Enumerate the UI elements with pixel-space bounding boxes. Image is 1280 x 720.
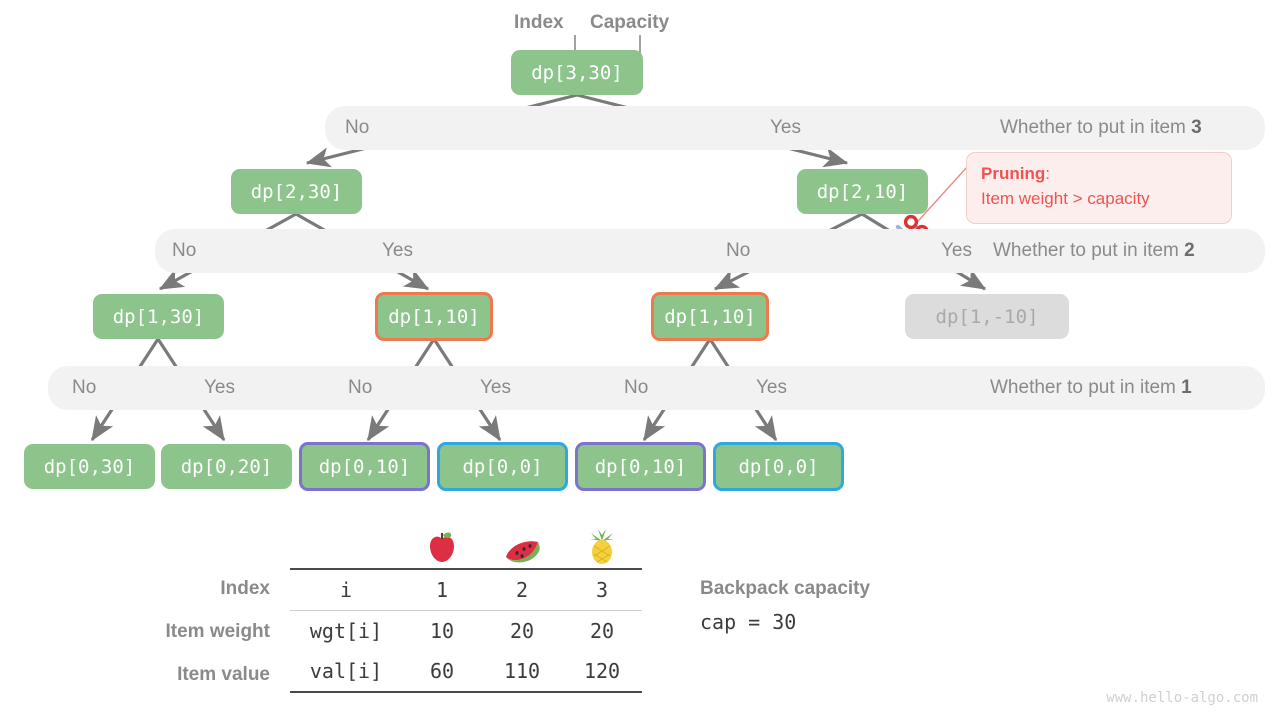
band1-question: Whether to put in item 1	[990, 378, 1192, 397]
band1-choice-no-3: No	[624, 377, 649, 398]
tree-leaf-dp0-0-b[interactable]: dp[0,0]	[713, 442, 844, 491]
items-table: i 1 2 3 wgt[i] 10 20 20 val[i] 60 110 12…	[290, 526, 642, 693]
site-watermark: www.hello-algo.com	[1106, 690, 1258, 706]
pineapple-icon	[562, 526, 642, 569]
band3-item-number: 3	[1191, 117, 1202, 138]
watermelon-icon	[482, 526, 562, 569]
tree-node-dp2-30[interactable]: dp[2,30]	[231, 169, 362, 214]
tree-leaf-dp0-30[interactable]: dp[0,30]	[24, 444, 155, 489]
band2-choice-no-2: No	[726, 240, 751, 261]
tree-node-dp1-neg10-pruned[interactable]: dp[1,-10]	[905, 294, 1069, 339]
row-label-item-value: Item value	[177, 664, 270, 685]
index-annotation-label: Index	[514, 12, 564, 33]
tree-leaf-dp0-0-a[interactable]: dp[0,0]	[437, 442, 568, 491]
table-row-weight: wgt[i] 10 20 20	[290, 610, 642, 651]
row-label-index: Index	[220, 578, 270, 599]
pruning-detail: Item weight > capacity	[981, 188, 1150, 208]
item1-weight: 10	[402, 610, 482, 651]
tree-node-dp2-10[interactable]: dp[2,10]	[797, 169, 928, 214]
table-row-index: i 1 2 3	[290, 568, 642, 611]
row-label-item-weight: Item weight	[165, 621, 270, 642]
backpack-capacity-block: Backpack capacity cap = 30	[700, 578, 870, 634]
band1-choice-yes-1: Yes	[204, 377, 235, 398]
index-code-cell: i	[290, 568, 402, 611]
item2-value: 110	[482, 651, 562, 693]
weight-code-cell: wgt[i]	[290, 610, 402, 651]
band2-choice-no-1: No	[172, 240, 197, 261]
item3-weight: 20	[562, 610, 642, 651]
pruning-colon: :	[1045, 164, 1050, 183]
apple-icon	[402, 526, 482, 569]
value-code-cell: val[i]	[290, 651, 402, 693]
tree-node-root[interactable]: dp[3,30]	[511, 50, 643, 95]
band2-question-text: Whether to put in item	[993, 240, 1185, 261]
band1-choice-yes-3: Yes	[756, 377, 787, 398]
icon-row-spacer	[290, 526, 402, 569]
item2-weight: 20	[482, 610, 562, 651]
tree-leaf-dp0-20[interactable]: dp[0,20]	[161, 444, 292, 489]
tree-node-dp1-10-left[interactable]: dp[1,10]	[375, 292, 493, 341]
item3-value: 120	[562, 651, 642, 693]
table-row-value: val[i] 60 110 120	[290, 651, 642, 693]
tree-node-dp1-10-right[interactable]: dp[1,10]	[651, 292, 769, 341]
item1-value: 60	[402, 651, 482, 693]
pruning-title: Pruning	[981, 164, 1046, 183]
backpack-capacity-code: cap = 30	[700, 610, 797, 634]
band1-choice-no-1: No	[72, 377, 97, 398]
band3-choice-no: No	[345, 117, 370, 138]
band1-choice-no-2: No	[348, 377, 373, 398]
decision-band-item2	[155, 229, 1265, 273]
decision-band-item3	[325, 106, 1265, 150]
item1-index: 1	[402, 568, 482, 611]
tree-node-dp1-30[interactable]: dp[1,30]	[93, 294, 224, 339]
band2-item-number: 2	[1184, 240, 1195, 261]
decision-band-item1	[48, 366, 1265, 410]
band1-question-text: Whether to put in item	[990, 377, 1182, 398]
band3-choice-yes: Yes	[770, 117, 801, 138]
tree-leaf-dp0-10-b[interactable]: dp[0,10]	[575, 442, 706, 491]
band1-item-number: 1	[1181, 377, 1192, 398]
backpack-capacity-title: Backpack capacity	[700, 578, 871, 599]
item2-index: 2	[482, 568, 562, 611]
band2-choice-yes-2: Yes	[941, 240, 972, 261]
table-row-icons	[290, 526, 642, 569]
band2-question: Whether to put in item 2	[993, 241, 1195, 260]
pruning-callout: Pruning: Item weight > capacity	[966, 152, 1232, 224]
tree-leaf-dp0-10-a[interactable]: dp[0,10]	[299, 442, 430, 491]
capacity-annotation-label: Capacity	[590, 12, 670, 33]
band3-question-text: Whether to put in item	[1000, 117, 1192, 138]
pruning-title-line: Pruning:	[981, 162, 1217, 187]
item3-index: 3	[562, 568, 642, 611]
band2-choice-yes-1: Yes	[382, 240, 413, 261]
band1-choice-yes-2: Yes	[480, 377, 511, 398]
band3-question: Whether to put in item 3	[1000, 118, 1202, 137]
